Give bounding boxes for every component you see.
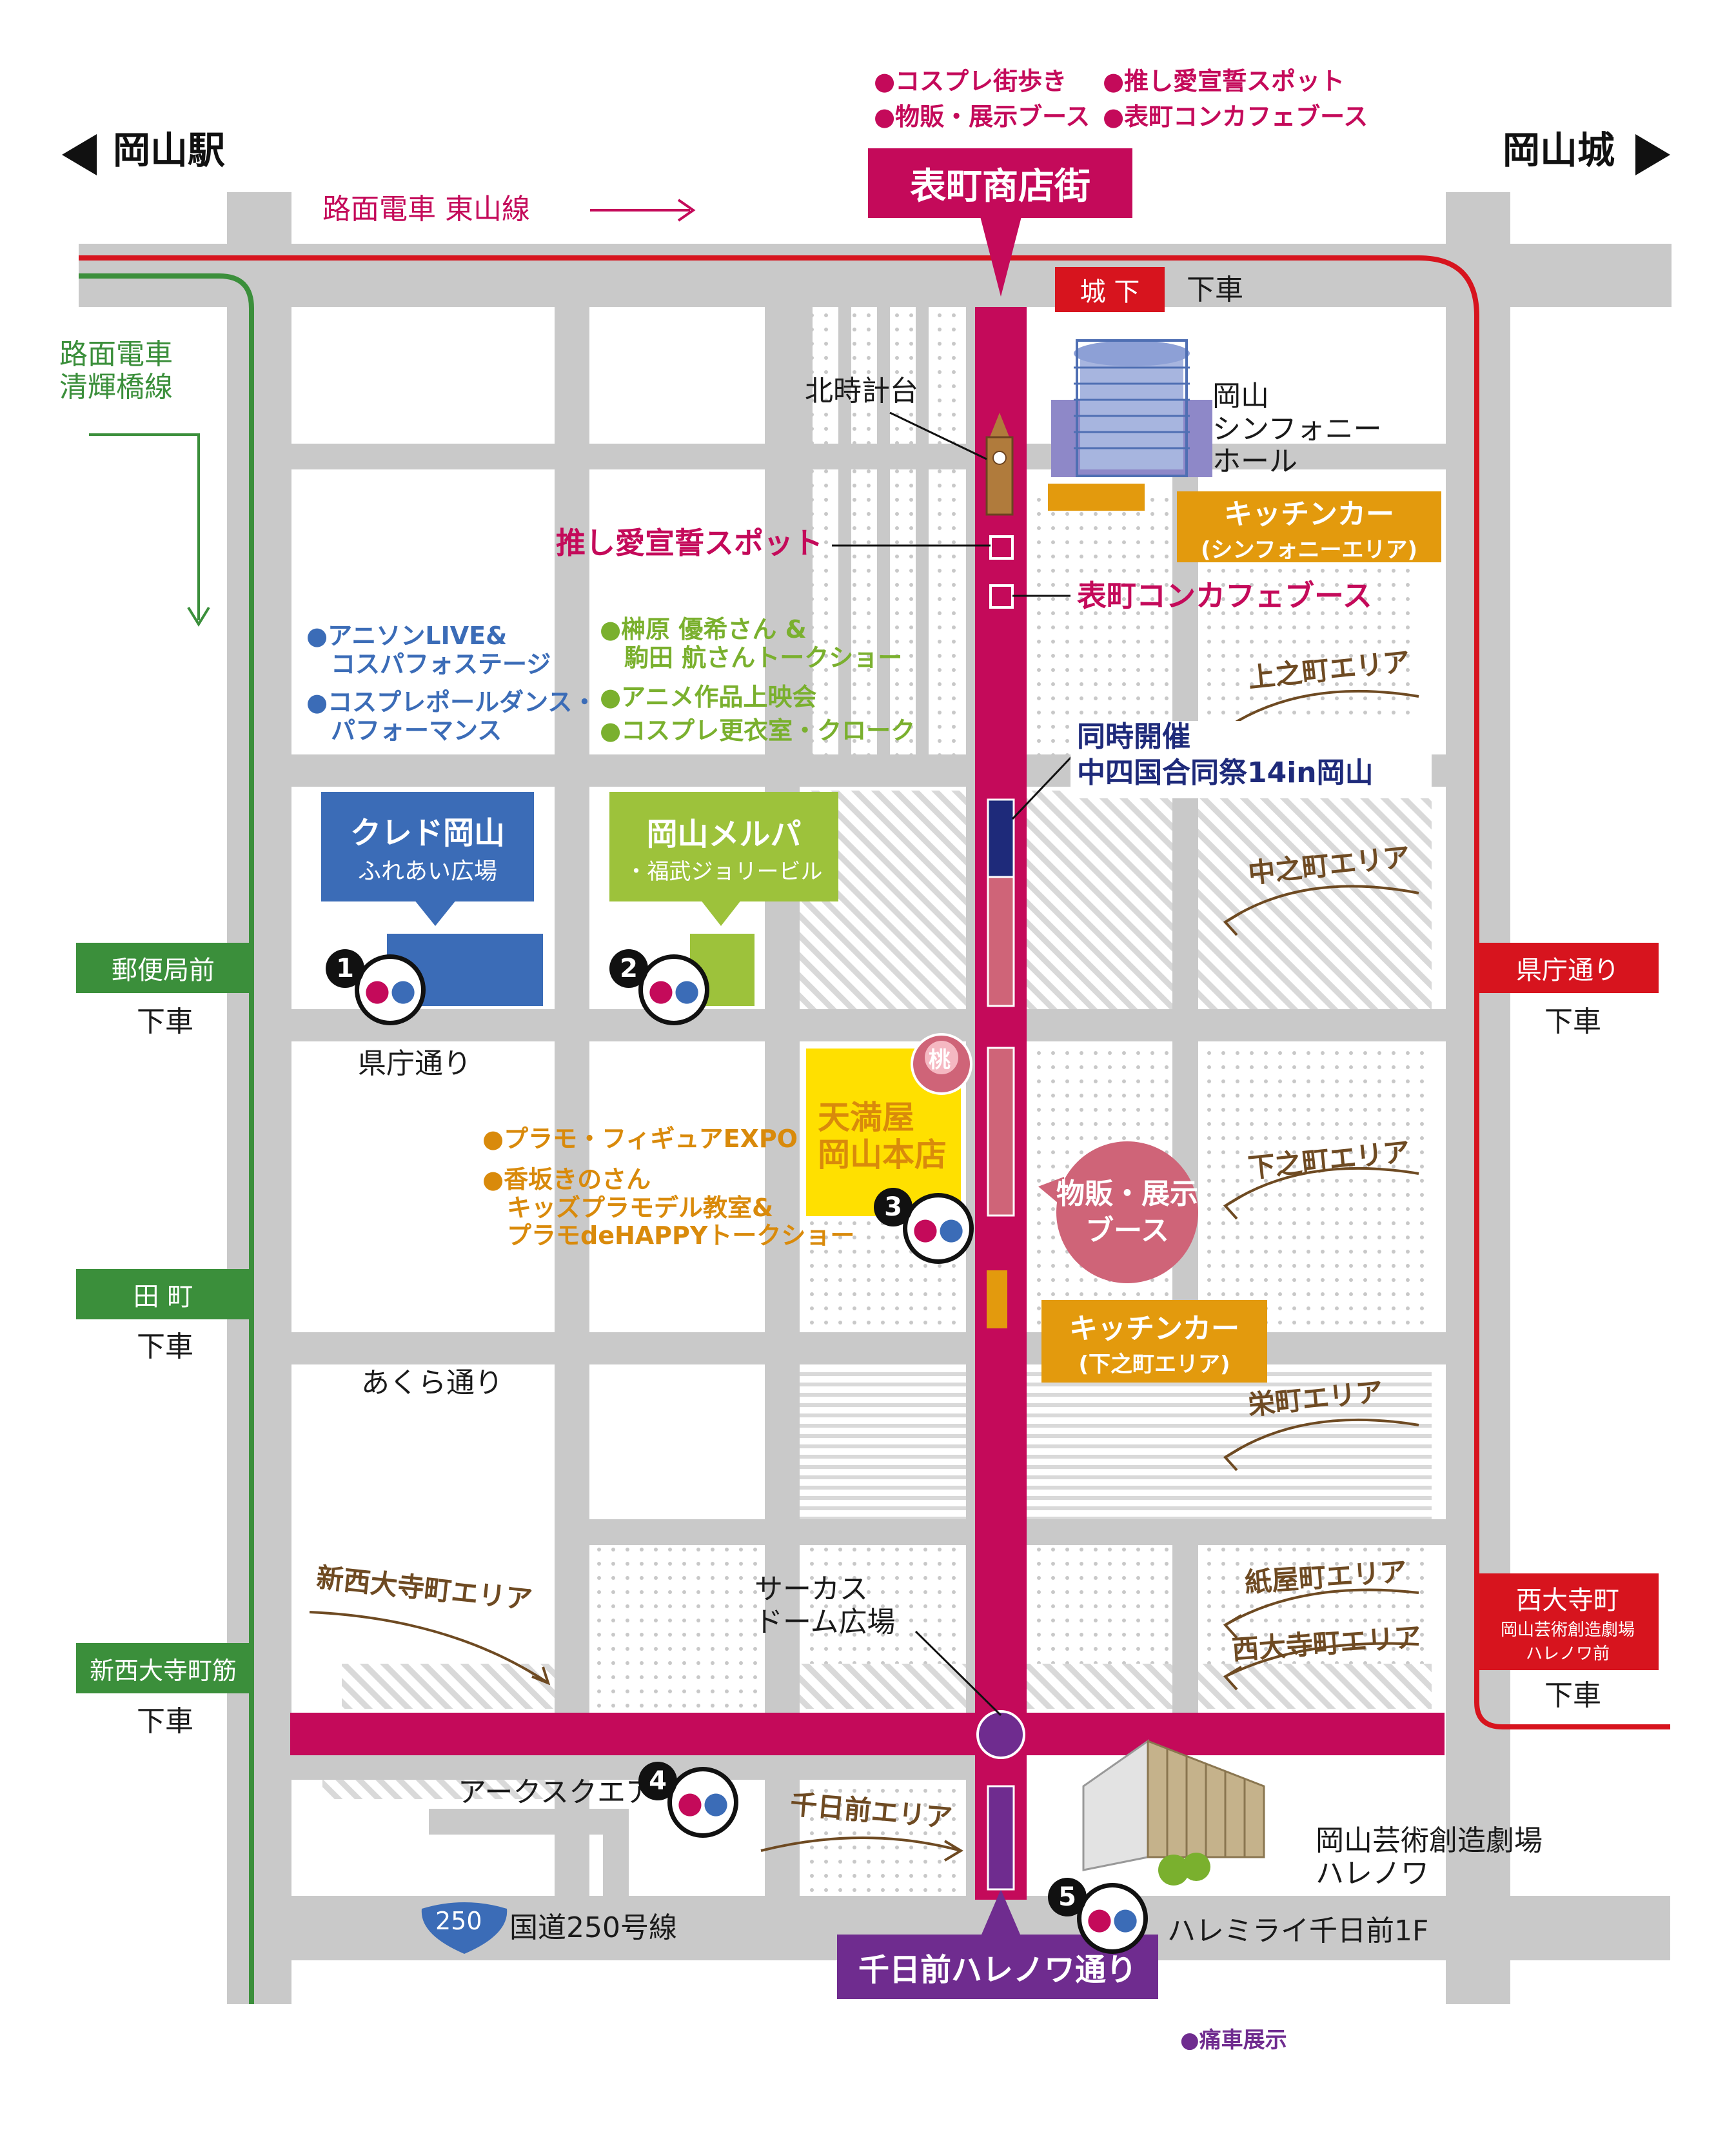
stop-shinsaidaiji-alight: 下車 xyxy=(137,1705,193,1738)
merupa-sub: ・福武ジョリービル xyxy=(625,858,823,885)
legend-oshi-spot: ●推し愛宣誓スポット xyxy=(1103,67,1345,95)
kitchen-car-marker-2 xyxy=(987,1270,1007,1328)
oshi-spot-label: 推し愛宣誓スポット xyxy=(556,526,823,560)
restroom-icon-5[interactable]: ●● xyxy=(1077,1883,1148,1954)
legend-cosplay-walk: ●コスプレ街歩き xyxy=(874,67,1067,95)
booth-circle-pointer xyxy=(1038,1177,1065,1209)
momo-icon xyxy=(911,1033,972,1095)
arrow-right-icon xyxy=(1635,134,1670,175)
stop-tamachi[interactable]: 田 町 xyxy=(76,1269,250,1319)
event-blue-1: ●アニソンLIVE& コスパフォステージ xyxy=(306,622,551,678)
kitchen-car-marker-1 xyxy=(1048,484,1145,511)
cred-pointer xyxy=(414,900,457,926)
cred-sub: ふれあい広場 xyxy=(357,858,497,885)
seikibashi-tram-line xyxy=(79,273,254,2004)
kitchen-car-1[interactable]: キッチンカー (シンフォニーエリア) xyxy=(1177,491,1441,563)
kitchen-car-2[interactable]: キッチンカー (下之町エリア) xyxy=(1041,1300,1267,1383)
ark-square-label: アークスクエア xyxy=(458,1776,655,1809)
haremirai-label: ハレミライ千日前1F xyxy=(1167,1915,1429,1947)
stop-shiroshita[interactable]: 城 下 xyxy=(1055,267,1165,312)
oshi-spot-marker xyxy=(989,535,1014,560)
badge-1: 1 xyxy=(326,949,364,988)
seikibashi-line-label: 路面電車 清輝橋線 xyxy=(59,338,173,404)
doji-box: 同時開催 中四国合同祭14in岡山 xyxy=(1070,720,1432,798)
stop-kenchodori[interactable]: 県庁通り xyxy=(1477,943,1659,993)
route-250-shield-icon xyxy=(421,1902,508,1954)
arrow-left-icon xyxy=(62,134,97,175)
stop-saidaiji-alight: 下車 xyxy=(1544,1679,1601,1712)
kitchen-car-1-sub: (シンフォニーエリア) xyxy=(1200,537,1418,563)
doji-name: 中四国合同祭14in岡山 xyxy=(1077,756,1374,789)
event-green-3: ●コスプレ更衣室・クローク xyxy=(600,716,916,745)
itasha-marker xyxy=(987,1785,1015,1891)
tram-direction-arrow xyxy=(590,199,696,222)
clock-tower-label: 北時計台 xyxy=(805,375,918,408)
symphony-hall-building-icon xyxy=(1051,339,1212,477)
kitchen-car-1-title: キッチンカー xyxy=(1224,497,1394,531)
symphony-hall-label: 岡山 シンフォニー ホール xyxy=(1212,380,1382,478)
event-orange-2: ●香坂きのさん キッズプラモデル教室& プラモdeHAPPYトークショー xyxy=(482,1165,855,1250)
badge-2: 2 xyxy=(609,949,648,988)
top-street-name: 表町商店街 xyxy=(910,165,1090,208)
kitchen-car-2-title: キッチンカー xyxy=(1069,1312,1239,1345)
cred-title: クレド岡山 xyxy=(350,815,505,851)
badge-5: 5 xyxy=(1048,1878,1087,1916)
route-250-label: 国道250号線 xyxy=(509,1911,677,1944)
booth-circle xyxy=(1056,1141,1198,1283)
booth-marker-2 xyxy=(987,1047,1015,1217)
harenowa-label: 岡山芸術創造劇場 ハレノワ xyxy=(1316,1824,1543,1890)
event-blue-2: ●コスプレポールダンス・ パフォーマンス xyxy=(306,688,597,745)
badge-4: 4 xyxy=(638,1762,677,1800)
okayama-station-label[interactable]: 岡山駅 xyxy=(113,128,226,172)
restroom-icon-4[interactable]: ●● xyxy=(667,1767,738,1838)
cred-okayama[interactable]: クレド岡山 ふれあい広場 xyxy=(321,792,534,901)
stop-saidaiji-sub: 岡山芸術創造劇場 ハレノワ前 xyxy=(1500,1620,1635,1664)
tenmaya-label[interactable]: 天満屋 岡山本店 xyxy=(818,1099,947,1174)
concafe-label: 表町コンカフェブース xyxy=(1077,578,1372,613)
leader-lines xyxy=(832,411,1075,1717)
event-green-2: ●アニメ作品上映会 xyxy=(600,683,817,711)
higashiyama-line-label: 路面電車 東山線 xyxy=(322,193,530,226)
merupa-title: 岡山メルパ xyxy=(646,816,802,852)
event-orange-1: ●プラモ・フィギュアEXPO xyxy=(482,1125,798,1153)
momo-label: 桃 xyxy=(929,1047,951,1073)
top-street-sign xyxy=(868,148,1132,297)
stop-yubinkyoku[interactable]: 郵便局前 xyxy=(76,943,250,993)
okayama-merupa[interactable]: 岡山メルパ ・福武ジョリービル xyxy=(609,792,838,901)
circus-dome-label: サーカス ドーム広場 xyxy=(755,1573,896,1639)
stop-tamachi-alight: 下車 xyxy=(137,1330,193,1363)
legend-booths: ●物販・展示ブース xyxy=(874,103,1090,131)
legend-itasha: ●痛車展示 xyxy=(1180,2027,1287,2053)
okayama-castle-label[interactable]: 岡山城 xyxy=(1503,128,1615,172)
restroom-icon-1[interactable]: ●● xyxy=(355,954,426,1025)
stop-yubinkyoku-alight: 下車 xyxy=(137,1005,193,1038)
badge-3: 3 xyxy=(874,1188,912,1226)
circus-dome-marker xyxy=(976,1710,1025,1759)
kenchodori-label: 県庁通り xyxy=(358,1047,471,1080)
harenowa-theater-icon xyxy=(1082,1739,1265,1886)
stop-shinsaidaiji[interactable]: 新西大寺町筋 xyxy=(76,1643,250,1693)
stop-kenchodori-alight: 下車 xyxy=(1544,1005,1601,1038)
doji-title: 同時開催 xyxy=(1077,720,1190,753)
legend-concafe: ●表町コンカフェブース xyxy=(1103,103,1368,131)
kitchen-car-2-sub: (下之町エリア) xyxy=(1078,1351,1230,1377)
booth-marker-1 xyxy=(987,876,1015,1007)
clock-tower-icon xyxy=(985,413,1014,516)
route-250-number: 250 xyxy=(435,1907,482,1935)
doji-booth-marker xyxy=(987,798,1015,878)
booth-circle-label: 物販・展示 ブース xyxy=(1056,1177,1198,1247)
bottom-street-name: 千日前ハレノワ通り xyxy=(858,1952,1137,1988)
stop-shiroshita-alight: 下車 xyxy=(1187,273,1243,306)
seikibashi-arrow-down-icon xyxy=(89,433,210,627)
akuradori-label: あくら通り xyxy=(361,1366,503,1399)
cross-street xyxy=(290,1713,1445,1755)
restroom-icon-3[interactable]: ●● xyxy=(903,1193,974,1264)
higashiyama-tram-line xyxy=(79,255,1670,1729)
merupa-pointer xyxy=(700,900,742,926)
stop-saidaiji[interactable]: 西大寺町 岡山芸術創造劇場 ハレノワ前 xyxy=(1477,1573,1659,1670)
restroom-icon-2[interactable]: ●● xyxy=(638,954,709,1025)
stop-saidaiji-name: 西大寺町 xyxy=(1516,1586,1619,1615)
event-green-1: ●榊原 優希さん & 駒田 航さんトークショー xyxy=(600,615,903,672)
